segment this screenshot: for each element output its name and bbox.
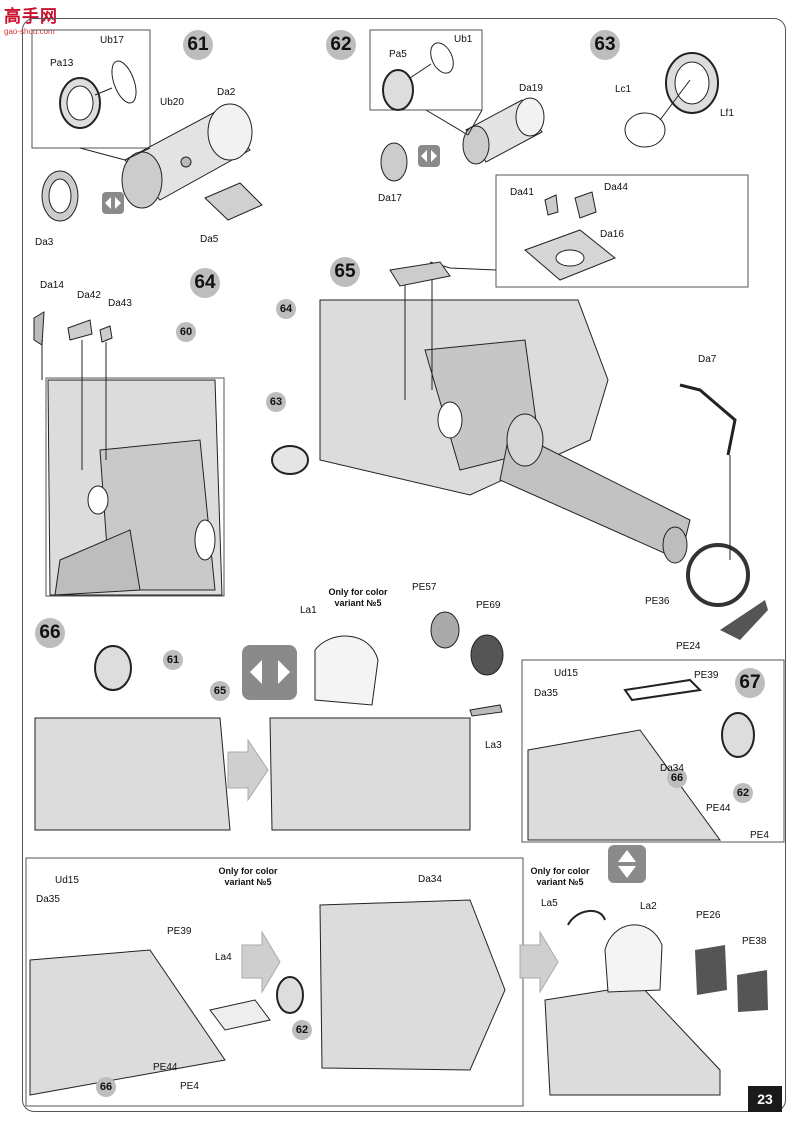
ref-66: 66 [667, 768, 687, 788]
label-la5: La5 [541, 898, 558, 909]
step-62: 62 [326, 30, 356, 60]
label-pe57: PE57 [412, 582, 437, 593]
label-da44: Da44 [604, 182, 628, 193]
label-da35: Da35 [36, 894, 60, 905]
label-la1: La1 [300, 605, 317, 616]
label-da14: Da14 [40, 280, 64, 291]
label-da43: Da43 [108, 298, 132, 309]
label-da34: Da34 [418, 874, 442, 885]
label-da17: Da17 [378, 193, 402, 204]
note-color-variant-66: Only for color variant №5 [328, 587, 388, 608]
step-66: 66 [35, 618, 65, 648]
label-pe38: PE38 [742, 936, 767, 947]
watermark: 高手网 gao-shou.com [4, 2, 74, 38]
step-63: 63 [590, 30, 620, 60]
ref-60: 60 [176, 322, 196, 342]
ref-65: 65 [210, 681, 230, 701]
label-pe4-67: PE4 [750, 830, 769, 841]
note-color-variant-bottom-right: Only for color variant №5 [530, 866, 590, 887]
label-la3: La3 [485, 740, 502, 751]
step-64: 64 [190, 268, 220, 298]
ref-64: 64 [276, 299, 296, 319]
label-pe36: PE36 [645, 596, 670, 607]
label-la2: La2 [640, 901, 657, 912]
label-ub1: Ub1 [454, 34, 473, 45]
label-da19: Da19 [519, 83, 543, 94]
label-la4: La4 [215, 952, 232, 963]
label-da41: Da41 [510, 187, 534, 198]
label-pa5: Pa5 [389, 49, 407, 60]
step-67: 67 [735, 668, 765, 698]
label-pe39: PE39 [167, 926, 192, 937]
label-pe39-67: PE39 [694, 670, 719, 681]
label-ud15-67: Ud15 [554, 668, 578, 679]
label-pe44: PE44 [153, 1062, 178, 1073]
ref-62: 62 [733, 783, 753, 803]
label-pe44-67: PE44 [706, 803, 731, 814]
label-da5: Da5 [200, 234, 219, 245]
label-da42: Da42 [77, 290, 101, 301]
label-da35-67: Da35 [534, 688, 558, 699]
label-da7: Da7 [698, 354, 717, 365]
ref-66-bottom: 66 [96, 1077, 116, 1097]
page-number: 23 [748, 1086, 782, 1112]
step-61: 61 [183, 30, 213, 60]
label-ud15: Ud15 [55, 875, 79, 886]
label-da2: Da2 [217, 87, 236, 98]
label-pe69: PE69 [476, 600, 501, 611]
label-da16: Da16 [600, 229, 624, 240]
note-color-variant-bottom-left: Only for color variant №5 [218, 866, 278, 887]
label-ub20: Ub20 [160, 97, 184, 108]
label-da34-67: Da34 [660, 763, 684, 774]
page-frame [22, 18, 786, 1112]
ref-62-bottom: 62 [292, 1020, 312, 1040]
label-da3: Da3 [35, 237, 54, 248]
step-65: 65 [330, 257, 360, 287]
label-pe24: PE24 [676, 641, 701, 652]
label-lf1: Lf1 [720, 108, 734, 119]
label-pe4: PE4 [180, 1081, 199, 1092]
label-lc1: Lc1 [615, 84, 632, 95]
ref-63: 63 [266, 392, 286, 412]
label-pe26: PE26 [696, 910, 721, 921]
watermark-site: 高手网 [4, 7, 58, 26]
ref-61: 61 [163, 650, 183, 670]
label-pa13: Pa13 [50, 58, 74, 69]
watermark-url: gao-shou.com [4, 27, 55, 36]
label-ub17: Ub17 [100, 35, 124, 46]
